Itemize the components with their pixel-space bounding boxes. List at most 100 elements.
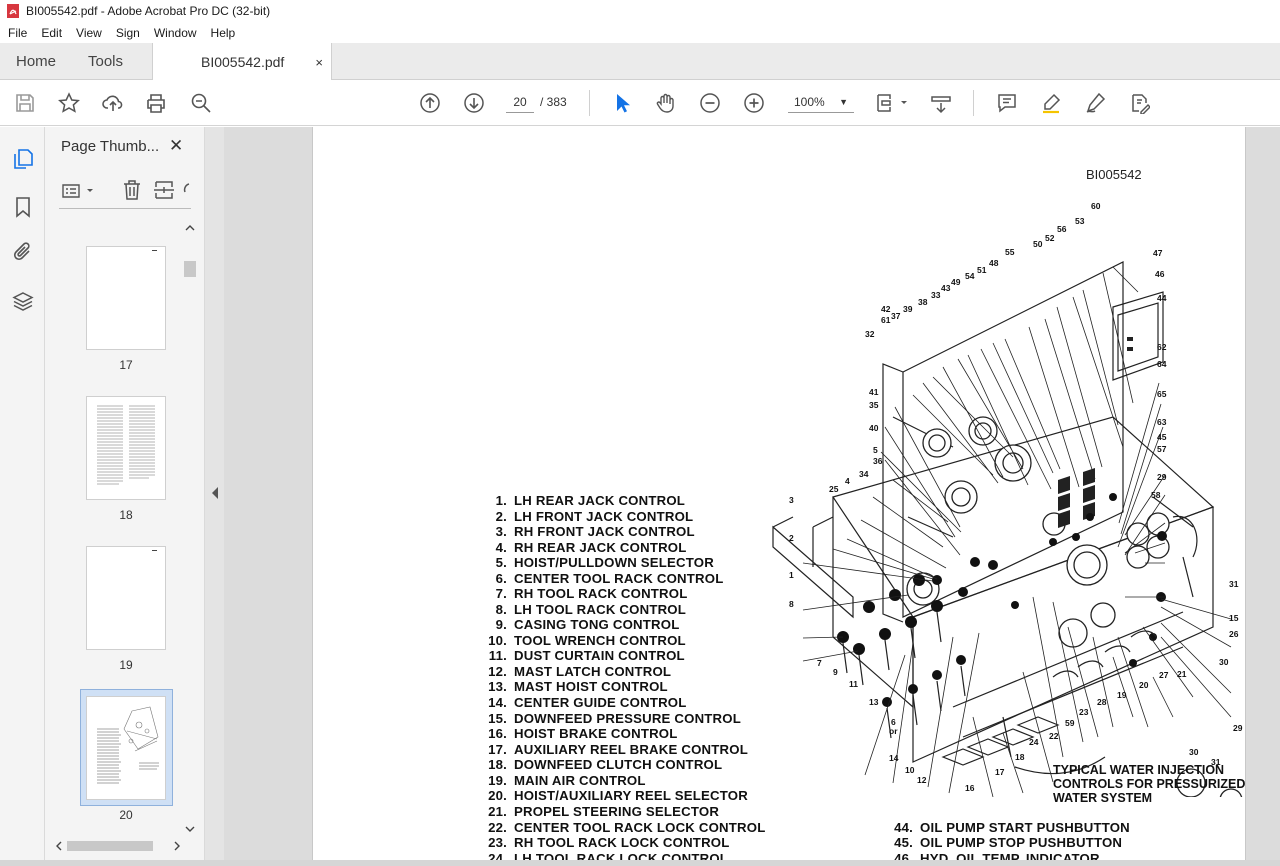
layers-icon[interactable] <box>11 289 35 313</box>
zoom-level-value: 100% <box>794 95 825 109</box>
svg-text:7: 7 <box>817 658 822 668</box>
thumbnail-vertical-scrollbar[interactable] <box>183 221 197 839</box>
print-icon[interactable] <box>144 91 168 115</box>
thumbnail-horizontal-scrollbar[interactable] <box>53 839 187 853</box>
legend-item: 13.MAST HOIST CONTROL <box>488 679 668 694</box>
svg-text:14: 14 <box>889 753 899 763</box>
status-strip <box>0 860 1280 866</box>
svg-text:53: 53 <box>1075 216 1085 226</box>
figure-caption: TYPICAL WATER INJECTION CONTROLS FOR PRE… <box>1053 763 1246 805</box>
menu-file[interactable]: File <box>8 25 28 40</box>
legend-item: 16.HOIST BRAKE CONTROL <box>488 726 678 741</box>
comment-icon[interactable] <box>995 91 1019 115</box>
tab-document[interactable]: BI005542.pdf × <box>152 43 332 81</box>
panel-close-button[interactable]: ✕ <box>169 136 184 155</box>
svg-text:1: 1 <box>789 570 794 580</box>
menu-edit[interactable]: Edit <box>41 25 63 40</box>
select-cursor-icon[interactable] <box>610 91 634 115</box>
svg-text:59: 59 <box>1065 718 1075 728</box>
svg-text:or: or <box>889 726 898 736</box>
hand-tool-icon[interactable] <box>654 91 678 115</box>
svg-text:29: 29 <box>1233 723 1243 733</box>
svg-text:2: 2 <box>789 533 794 543</box>
left-navigation-rail <box>0 127 45 866</box>
tab-close-button[interactable]: × <box>315 54 323 70</box>
extract-pages-icon[interactable] <box>153 179 175 201</box>
svg-text:10: 10 <box>905 765 915 775</box>
menu-view[interactable]: View <box>76 25 102 40</box>
page-number-input[interactable]: 20 <box>506 91 534 113</box>
toolbar <box>0 80 1280 126</box>
edit-pdf-icon[interactable] <box>1127 91 1151 115</box>
bookmark-star-icon[interactable] <box>57 91 81 115</box>
legend-item: 15.DOWNFEED PRESSURE CONTROL <box>488 711 741 726</box>
thumbnail-list: 17 18 19 20 <box>45 221 191 843</box>
svg-text:52: 52 <box>1045 233 1055 243</box>
page-thumbnail[interactable] <box>86 246 166 350</box>
svg-text:30: 30 <box>1219 657 1229 667</box>
svg-text:32: 32 <box>865 329 875 339</box>
menu-sign[interactable]: Sign <box>115 25 140 40</box>
menu-window[interactable]: Window <box>153 25 197 40</box>
svg-text:23: 23 <box>1079 707 1089 717</box>
legend-item: 12.MAST LATCH CONTROL <box>488 664 672 679</box>
page-thumbnails-panel: Page Thumb... ✕ 17 18 19 <box>45 127 205 866</box>
zoom-search-icon[interactable] <box>189 91 213 115</box>
svg-text:46: 46 <box>1155 269 1165 279</box>
svg-text:30: 30 <box>1189 747 1199 757</box>
previous-page-icon[interactable] <box>418 91 442 115</box>
thumbnail-options-icon[interactable] <box>61 181 97 201</box>
svg-text:39: 39 <box>903 304 913 314</box>
tab-home[interactable]: Home <box>16 53 57 70</box>
document-viewer[interactable]: BI005542 <box>224 127 1280 866</box>
collapse-arrow-icon <box>212 487 218 499</box>
svg-text:37: 37 <box>891 311 901 321</box>
panel-collapse-handle[interactable] <box>205 127 225 866</box>
sign-pen-icon[interactable] <box>1083 91 1107 115</box>
svg-text:34: 34 <box>859 469 869 479</box>
svg-text:13: 13 <box>869 697 879 707</box>
save-icon[interactable] <box>13 91 37 115</box>
menu-help[interactable]: Help <box>210 25 236 40</box>
page-thumbnails-icon[interactable] <box>11 147 35 171</box>
svg-text:16: 16 <box>965 783 975 793</box>
legend-item: 8.LH TOOL RACK CONTROL <box>495 602 687 617</box>
page-thumbnail[interactable] <box>86 396 166 500</box>
legend-item: 6.CENTER TOOL RACK CONTROL <box>495 571 724 586</box>
page-thumbnail-current[interactable] <box>86 696 166 800</box>
cloud-upload-icon[interactable] <box>101 91 125 115</box>
highlight-pen-icon[interactable] <box>1039 91 1063 115</box>
legend-item: 18.DOWNFEED CLUTCH CONTROL <box>488 757 723 772</box>
page-thumbnail[interactable] <box>86 546 166 650</box>
text-page-preview <box>97 405 155 485</box>
svg-text:24: 24 <box>1029 737 1039 747</box>
zoom-level-dropdown[interactable]: 100% ▼ <box>788 91 854 113</box>
page-fit-icon[interactable] <box>874 91 910 115</box>
zoom-out-icon[interactable] <box>698 91 722 115</box>
scroll-mode-icon[interactable] <box>929 91 953 115</box>
legend-item: 4.RH REAR JACK CONTROL <box>495 540 687 555</box>
svg-text:12: 12 <box>917 775 927 785</box>
tab-tools[interactable]: Tools <box>88 53 124 70</box>
bookmarks-icon[interactable] <box>11 195 35 219</box>
rotate-pages-icon[interactable] <box>183 179 191 201</box>
svg-text:22: 22 <box>1049 731 1059 741</box>
svg-text:41: 41 <box>869 387 879 397</box>
svg-text:11: 11 <box>849 679 858 689</box>
delete-pages-icon[interactable] <box>121 179 143 201</box>
svg-text:15: 15 <box>1229 613 1239 623</box>
zoom-in-icon[interactable] <box>742 91 766 115</box>
attachments-icon[interactable] <box>11 240 35 264</box>
next-page-icon[interactable] <box>462 91 486 115</box>
menu-bar: File Edit View Sign Window Help <box>0 22 1280 43</box>
svg-text:29: 29 <box>1157 472 1167 482</box>
title-bar: BI005542.pdf - Adobe Acrobat Pro DC (32-… <box>0 0 1280 22</box>
legend-item: 17.AUXILIARY REEL BRAKE CONTROL <box>488 742 748 757</box>
svg-text:36: 36 <box>873 456 883 466</box>
legend-item: 10.TOOL WRENCH CONTROL <box>488 633 686 648</box>
svg-text:8: 8 <box>789 599 794 609</box>
svg-text:62: 62 <box>1157 342 1167 352</box>
svg-text:31: 31 <box>1211 757 1221 767</box>
tab-bar: Home Tools BI005542.pdf × <box>0 43 1280 81</box>
